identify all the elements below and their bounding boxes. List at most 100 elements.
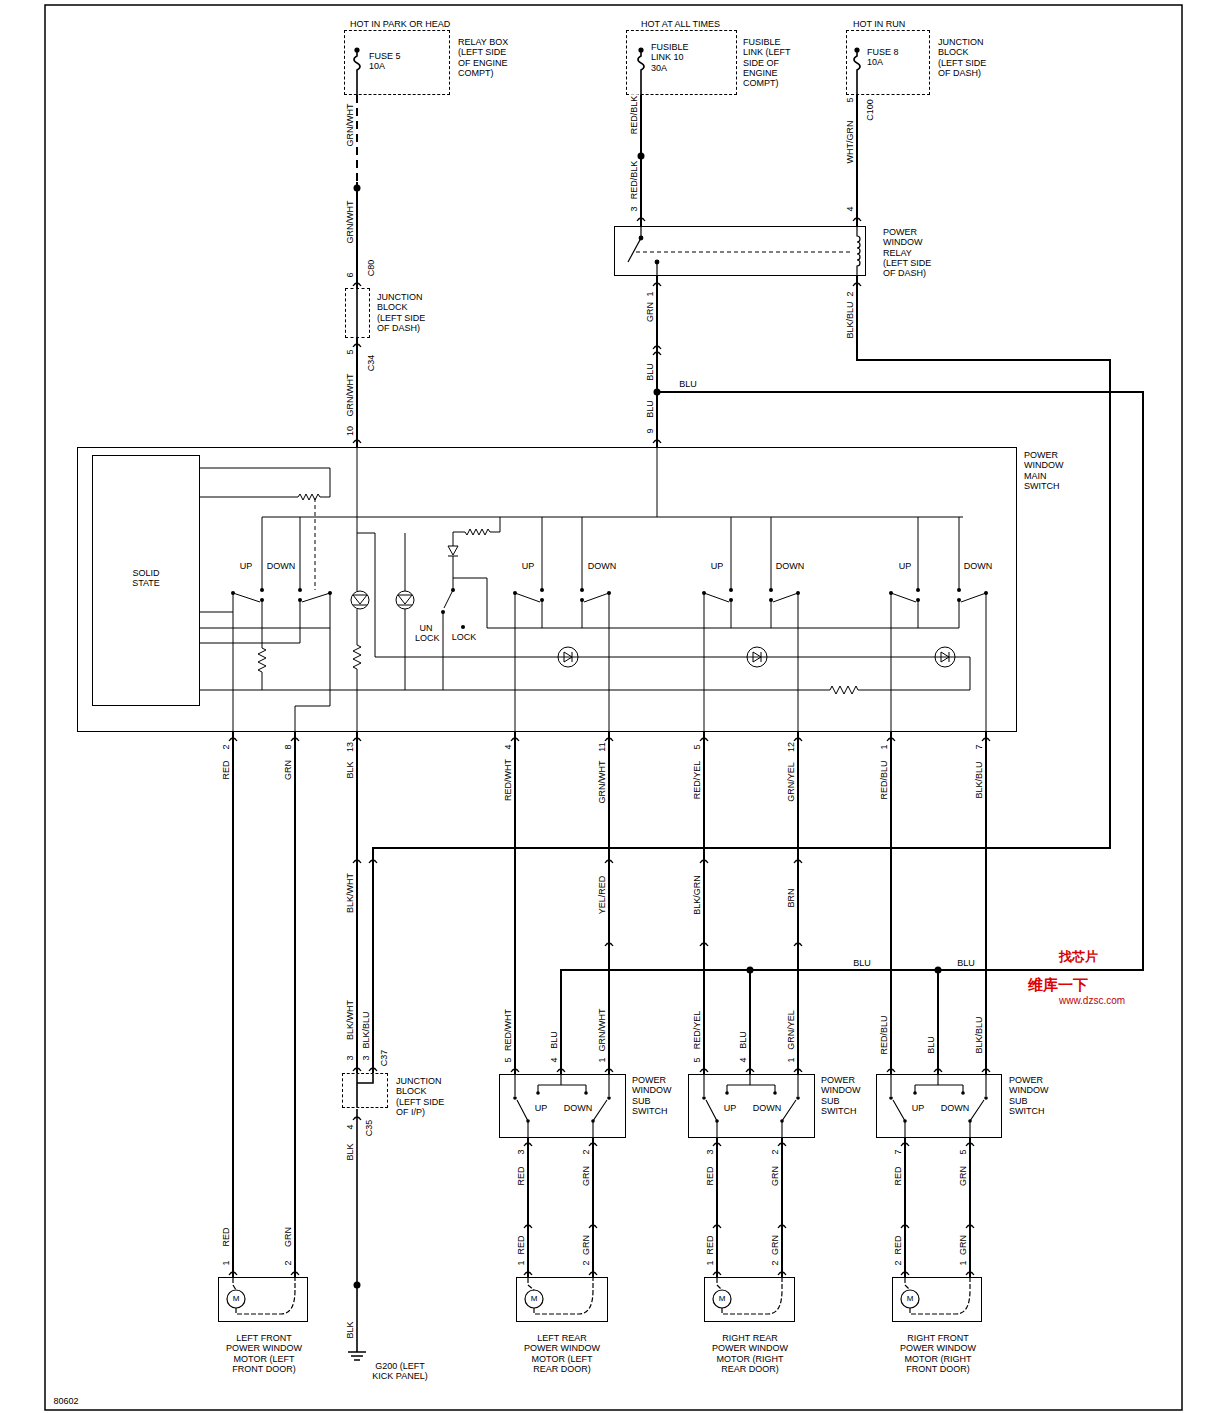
wire-label: C34 xyxy=(367,354,376,373)
wire-label: C100 xyxy=(866,98,875,122)
relay-symbol xyxy=(639,236,643,240)
callout-text: RELAY BOX (LEFT SIDE OF ENGINE COMPT) xyxy=(458,37,510,78)
sub-switch-internals xyxy=(961,1091,965,1095)
sub-switch-internals xyxy=(913,1091,917,1095)
sub-switch-internals xyxy=(526,1119,530,1123)
sub-switch-internals xyxy=(796,1096,800,1100)
switch-internals xyxy=(396,591,414,609)
wire-label: RED/YEL xyxy=(693,760,702,801)
wire-label: C80 xyxy=(367,259,376,278)
wire-label: 5 xyxy=(693,743,702,750)
wire-label: BLK/GRN xyxy=(693,874,702,916)
sub-switch-internals xyxy=(903,1119,907,1123)
callout-text: HOT AT ALL TIMES xyxy=(641,19,791,29)
switch-internals xyxy=(448,546,458,556)
label: M xyxy=(718,1295,727,1303)
label: DOWN xyxy=(940,1104,971,1113)
wire-label: 1 xyxy=(598,1056,607,1063)
wire xyxy=(592,1138,594,1277)
wire-label: 2 xyxy=(771,1148,780,1155)
sub-switch-internals xyxy=(889,1096,893,1100)
ground-symbol xyxy=(356,1109,358,1352)
wire-label: 1 xyxy=(787,1056,796,1063)
wire-label: RED xyxy=(517,1234,526,1255)
switch-contact xyxy=(260,598,264,602)
motor-symbol xyxy=(905,1278,970,1314)
page-frame xyxy=(45,5,1182,1410)
motor-symbol xyxy=(901,1290,919,1308)
callout-text: RIGHT REAR POWER WINDOW MOTOR (RIGHT REA… xyxy=(710,1333,790,1374)
wire-label: 2 xyxy=(222,743,231,750)
relay-symbol xyxy=(636,251,852,252)
callout-text: LEFT REAR POWER WINDOW MOTOR (LEFT REAR … xyxy=(522,1333,602,1374)
wire-label: GRN xyxy=(646,301,655,323)
label: UP xyxy=(710,562,725,571)
sub-switch-internals xyxy=(584,1091,588,1095)
wire xyxy=(716,1138,718,1277)
wire-label: 7 xyxy=(894,1148,903,1155)
wire xyxy=(640,95,642,226)
wire xyxy=(561,276,1143,1074)
relay-symbol xyxy=(857,227,860,275)
label: BLU xyxy=(678,380,698,389)
junction-block: JUNCTION BLOCK (LEFT SIDE OF I/P) xyxy=(342,1073,388,1108)
switch-contact xyxy=(298,588,302,592)
wire xyxy=(781,1138,783,1277)
wire xyxy=(527,1138,529,1277)
switch-contact xyxy=(540,588,544,592)
motor-symbol xyxy=(227,1290,245,1308)
wire-label: BLK/WHT xyxy=(346,872,355,914)
wire-label: 11 xyxy=(598,741,607,752)
wire-label: GRN xyxy=(284,1226,293,1248)
motor-symbol xyxy=(233,1278,295,1314)
callout-text: JUNCTION BLOCK (LEFT SIDE OF I/P) xyxy=(396,1076,450,1117)
callout-text: POWER WINDOW SUB SWITCH xyxy=(632,1075,678,1116)
wire-label: 5 xyxy=(846,96,855,103)
wire-label: GRN/WHT xyxy=(346,373,355,418)
ground-symbol xyxy=(348,1352,366,1360)
wire xyxy=(781,1138,783,1277)
switch-internals xyxy=(891,517,986,731)
switch-internals xyxy=(353,595,367,605)
wire-label: 3 xyxy=(362,1054,371,1061)
wire xyxy=(985,732,987,1074)
wire-label: 6 xyxy=(346,271,355,278)
switch-internals xyxy=(564,652,572,662)
wire xyxy=(373,276,1110,1073)
wire xyxy=(969,1138,971,1277)
relay-symbol xyxy=(655,260,659,264)
label: www.dzsc.com xyxy=(1058,996,1126,1006)
callout-text: LEFT FRONT POWER WINDOW MOTOR (LEFT FRON… xyxy=(224,1333,304,1374)
wire-label: GRN/YEL xyxy=(787,1009,796,1051)
wire xyxy=(904,1138,906,1277)
wire-label: 8 xyxy=(284,743,293,750)
sub-switch-internals xyxy=(536,1091,540,1095)
callout-text: POWER WINDOW MAIN SWITCH xyxy=(1024,450,1072,491)
label: DOWN xyxy=(587,562,618,571)
label: G200 (LEFT KICK PANEL) xyxy=(369,1361,431,1382)
switch-internals xyxy=(405,533,406,690)
switch-contact xyxy=(441,610,445,614)
switch-contact xyxy=(231,591,235,595)
wire-label: 5 xyxy=(959,1148,968,1155)
sub-switch-internals xyxy=(513,1096,517,1100)
wire xyxy=(640,95,642,226)
motor-symbol xyxy=(227,1278,970,1314)
switch-internals xyxy=(515,517,609,731)
wire xyxy=(373,276,1110,1073)
label: 维库一下 xyxy=(1027,977,1089,992)
wire-label: RED xyxy=(517,1165,526,1186)
switch-contact xyxy=(729,588,733,592)
switch-internals xyxy=(200,612,330,628)
wire-label: 1 xyxy=(517,1259,526,1266)
label: DOWN xyxy=(775,562,806,571)
callout-text: JUNCTION BLOCK (LEFT SIDE OF DASH) xyxy=(377,292,431,333)
switch-internals xyxy=(443,612,444,690)
switch-contact xyxy=(607,591,611,595)
label: BLU xyxy=(956,959,976,968)
label: UP xyxy=(239,562,254,571)
wire-label: GRN xyxy=(582,1234,591,1256)
box-text: FUSIBLE LINK 10 30A xyxy=(651,42,693,73)
label: DOWN xyxy=(963,562,994,571)
